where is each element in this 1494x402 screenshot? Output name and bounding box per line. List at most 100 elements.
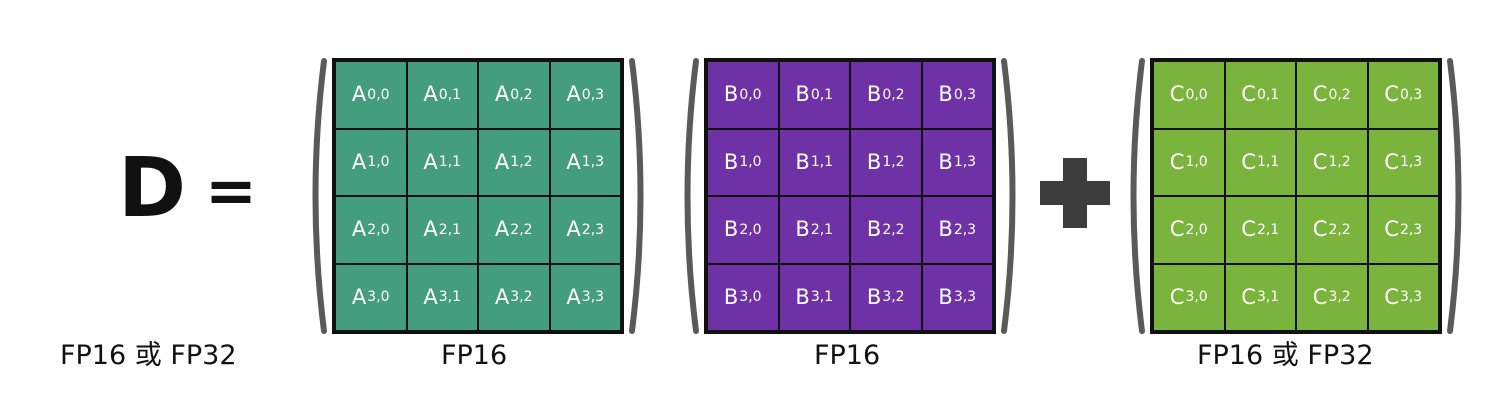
- d-precision-label: FP16 或 FP32: [60, 340, 237, 371]
- matrix-b-left-paren: [684, 58, 699, 334]
- cell-letter: B: [795, 149, 810, 174]
- result-symbol-d: D: [118, 141, 187, 236]
- cell-letter: A: [566, 284, 581, 309]
- cell-letter: B: [866, 217, 882, 242]
- plus-icon: [1040, 158, 1110, 228]
- cell-letter: C: [1384, 217, 1399, 242]
- cell-letter: B: [795, 82, 810, 107]
- cell-index: 0,1: [810, 86, 834, 103]
- cell-letter: B: [866, 82, 882, 107]
- cell-index: 3,2: [1328, 289, 1351, 306]
- cell-letter: B: [795, 217, 810, 242]
- cell-index: 0,0: [367, 86, 390, 103]
- cell-letter: A: [566, 149, 581, 174]
- cell-index: 1,2: [510, 154, 533, 171]
- cell-index: 1,3: [581, 154, 605, 171]
- cell-index: 1,2: [1328, 154, 1351, 171]
- cell-index: 1,0: [1185, 154, 1208, 171]
- cell-index: 2,0: [739, 221, 762, 238]
- cell-index: 1,0: [367, 154, 390, 171]
- cell-index: 2,3: [581, 221, 605, 238]
- matrix-a-right-paren: [629, 58, 644, 334]
- cell-letter: A: [494, 149, 510, 174]
- cell-index: 3,1: [810, 289, 834, 306]
- cell-letter: A: [351, 284, 367, 309]
- cell-index: 1,1: [1256, 154, 1280, 171]
- cell-index: 2,1: [810, 221, 834, 238]
- cell-index: 3,3: [1399, 289, 1423, 306]
- cell-letter: C: [1384, 149, 1399, 174]
- cell-letter: B: [723, 284, 739, 309]
- cell-letter: B: [723, 82, 739, 107]
- cell-letter: C: [1169, 149, 1185, 174]
- cell-index: 0,0: [1185, 86, 1208, 103]
- cell-letter: B: [938, 149, 953, 174]
- cell-index: 1,3: [1399, 154, 1423, 171]
- cell-index: 0,0: [739, 86, 762, 103]
- cell-letter: C: [1312, 82, 1328, 107]
- cell-index: 0,1: [438, 86, 462, 103]
- cell-letter: A: [494, 217, 510, 242]
- cell-letter: B: [866, 149, 882, 174]
- matrix-b-right-paren: [1001, 58, 1016, 334]
- cell-index: 0,3: [1399, 86, 1423, 103]
- cell-letter: B: [795, 284, 810, 309]
- cell-index: 3,3: [953, 289, 977, 306]
- cell-letter: C: [1241, 217, 1256, 242]
- cell-index: 2,1: [1256, 221, 1280, 238]
- cell-letter: A: [351, 82, 367, 107]
- matrix-c-left-paren: [1130, 58, 1145, 334]
- cell-letter: C: [1169, 82, 1185, 107]
- cell-letter: B: [723, 149, 739, 174]
- cell-letter: B: [938, 217, 953, 242]
- cell-index: 3,3: [581, 289, 605, 306]
- b-precision-label: FP16: [814, 340, 881, 371]
- cell-index: 3,2: [510, 289, 533, 306]
- cell-index: 3,0: [367, 289, 390, 306]
- equals-sign: =: [205, 154, 257, 227]
- cell-letter: A: [566, 82, 581, 107]
- cell-index: 2,0: [1185, 221, 1208, 238]
- cell-index: 0,1: [1256, 86, 1280, 103]
- cell-letter: B: [866, 284, 882, 309]
- cell-index: 2,2: [510, 221, 533, 238]
- cell-index: 1,1: [810, 154, 834, 171]
- cell-index: 3,1: [1256, 289, 1280, 306]
- cell-letter: C: [1312, 149, 1328, 174]
- cell-letter: B: [723, 217, 739, 242]
- cell-letter: A: [494, 82, 510, 107]
- cell-letter: A: [423, 149, 438, 174]
- cell-letter: B: [938, 82, 953, 107]
